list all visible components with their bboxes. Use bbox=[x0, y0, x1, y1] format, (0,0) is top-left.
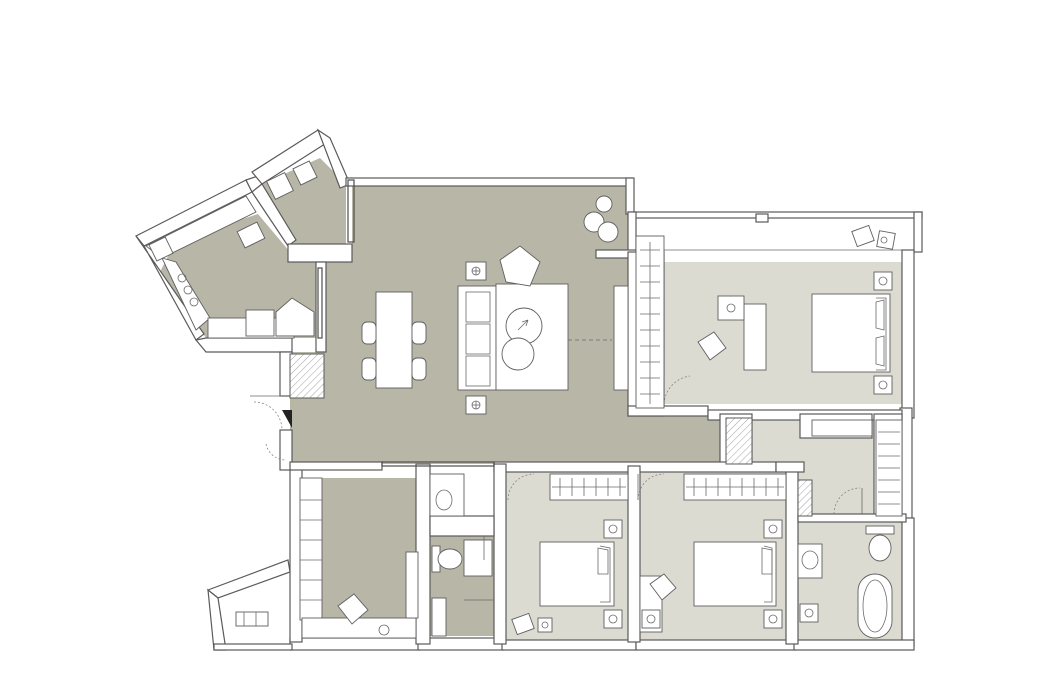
entry-marker-icon bbox=[282, 410, 292, 428]
kitchen-fixtures bbox=[145, 160, 318, 339]
master-bath-fixtures bbox=[797, 525, 895, 639]
study-area bbox=[322, 478, 416, 618]
pillow-icon bbox=[875, 299, 885, 367]
door-swings bbox=[250, 179, 863, 560]
pillow-icon bbox=[761, 547, 773, 575]
master-nightstand-2 bbox=[873, 375, 893, 395]
tv-cabinet bbox=[613, 285, 629, 391]
plant-icon bbox=[517, 319, 529, 331]
study-cabinet bbox=[299, 477, 323, 621]
exterior-walls bbox=[135, 128, 923, 651]
master-desk-chair bbox=[697, 331, 727, 361]
pillow-icon bbox=[597, 547, 609, 575]
dining-chairs bbox=[361, 321, 427, 381]
master-desk bbox=[743, 303, 767, 371]
master-bed bbox=[811, 293, 891, 373]
bedroom-3-desk-chair bbox=[649, 573, 677, 601]
entry-shoe-cabinet bbox=[289, 353, 325, 399]
master-toilet bbox=[868, 534, 892, 562]
armchair bbox=[499, 245, 541, 287]
plant-icon bbox=[583, 195, 619, 243]
master-bedroom-furniture bbox=[697, 224, 896, 395]
master-toilet-tank bbox=[865, 525, 895, 535]
dining-table bbox=[375, 291, 413, 389]
master-bathtub bbox=[857, 573, 893, 639]
dryer bbox=[292, 160, 318, 186]
study-desk-counter bbox=[301, 617, 417, 639]
closets bbox=[289, 235, 903, 639]
guest-shower bbox=[463, 539, 493, 577]
bedroom-2-chair-icon bbox=[511, 612, 553, 636]
study-lamp-icon bbox=[378, 624, 390, 636]
kitchen-appliance-icon bbox=[275, 297, 315, 337]
guest-toilet bbox=[437, 548, 463, 570]
balcony-chair-icon bbox=[851, 224, 896, 250]
guest-bath-fixtures bbox=[429, 473, 494, 637]
study-chair bbox=[337, 593, 369, 625]
fridge bbox=[148, 236, 174, 262]
kitchen-sink bbox=[236, 221, 266, 249]
hall-cabinet bbox=[725, 417, 753, 465]
bedroom-3-furniture bbox=[639, 519, 783, 633]
room-fills bbox=[160, 158, 902, 642]
living-furniture bbox=[361, 195, 629, 415]
study-furniture bbox=[337, 551, 419, 636]
bedroom-2-furniture bbox=[511, 519, 623, 636]
lamp-icon bbox=[465, 261, 487, 281]
coffee-table-2 bbox=[501, 337, 535, 371]
master-nightstand-1 bbox=[873, 271, 893, 291]
lamp-icon bbox=[465, 395, 487, 415]
washer bbox=[266, 172, 294, 200]
stove-icon bbox=[177, 273, 199, 307]
west-balcony bbox=[235, 611, 269, 627]
master-vanity bbox=[797, 543, 823, 579]
linen-cabinet bbox=[811, 419, 873, 437]
bath-storage bbox=[797, 479, 813, 517]
coffee-table-1 bbox=[505, 307, 543, 345]
